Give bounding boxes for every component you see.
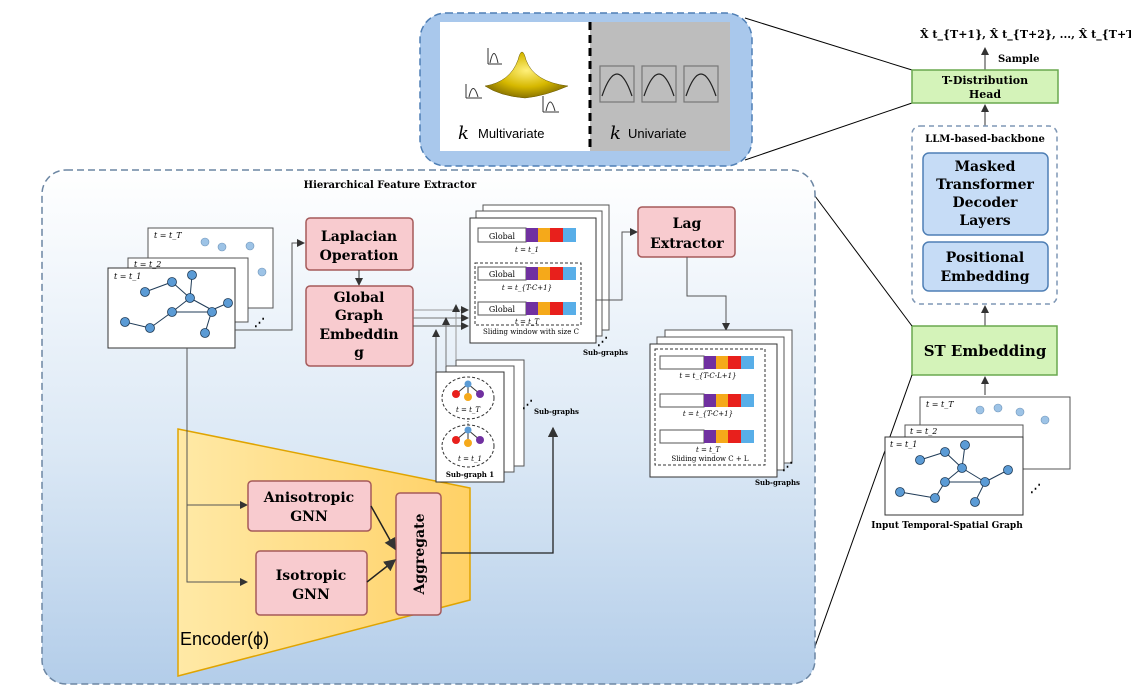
svg-text:Head: Head xyxy=(969,88,1002,101)
svg-text:Sub-graphs: Sub-graphs xyxy=(534,407,579,416)
lag-window-stack: t = t_{T-C-L+1} t = t_{T-C+1} t = t_T Sl… xyxy=(649,329,800,487)
svg-text:⋰: ⋰ xyxy=(522,398,533,411)
input-graph-stack: t = t_T t = t_2 t = t_1 ⋰ Input Temporal… xyxy=(871,396,1071,531)
aggregate-box: Aggregate xyxy=(395,492,442,616)
subgraph-stack: t = t_T ⋮ t = t_1 Sub-graph 1 ⋰ Sub-grap… xyxy=(435,359,579,483)
sample-label: Sample xyxy=(998,54,1039,65)
svg-text:t = t_T: t = t_T xyxy=(456,406,481,414)
svg-text:⋰: ⋰ xyxy=(1030,482,1041,495)
svg-text:⋰: ⋰ xyxy=(254,316,265,329)
svg-text:t = t_{T-C+1}: t = t_{T-C+1} xyxy=(683,410,733,418)
svg-text:Lag: Lag xyxy=(673,216,702,232)
svg-text:t = t_1: t = t_1 xyxy=(458,455,482,463)
svg-text:t = t_T: t = t_T xyxy=(696,446,721,454)
svg-text:t = t_T: t = t_T xyxy=(154,231,182,240)
svg-text:Global: Global xyxy=(334,290,385,306)
svg-text:Operation: Operation xyxy=(320,248,399,264)
svg-text:GNN: GNN xyxy=(292,587,330,603)
lag-extractor-box: Lag Extractor xyxy=(637,206,736,258)
svg-text:Graph: Graph xyxy=(335,308,383,324)
svg-text:Global: Global xyxy=(489,232,516,241)
anisotropic-gnn-box: Anisotropic GNN xyxy=(247,480,372,532)
svg-text:Extractor: Extractor xyxy=(650,236,724,252)
decoder-layers-box: Masked Transformer Decoder Layers xyxy=(922,152,1049,236)
hierarchical-feature-extractor: Hierarchical Feature Extractor Encoder(ϕ… xyxy=(41,169,816,685)
svg-text:Sub-graphs: Sub-graphs xyxy=(583,348,628,357)
svg-text:t = t_1: t = t_1 xyxy=(515,246,539,254)
svg-text:Sliding window C + L: Sliding window C + L xyxy=(671,455,749,463)
svg-text:ST Embedding: ST Embedding xyxy=(924,342,1047,360)
svg-text:g: g xyxy=(354,345,364,361)
svg-text:Masked: Masked xyxy=(955,159,1016,175)
st-embedding-box: ST Embedding xyxy=(911,325,1058,376)
t-distribution-head: T-Distribution Head xyxy=(911,69,1059,104)
svg-text:Global: Global xyxy=(489,270,516,279)
svg-text:Embeddin: Embeddin xyxy=(319,327,398,343)
univariate-curves-icon xyxy=(599,65,719,103)
multivariate-k: k xyxy=(458,123,469,144)
laplacian-operation-box: Laplacian Operation xyxy=(305,217,414,271)
svg-text:Anisotropic: Anisotropic xyxy=(263,490,354,506)
univariate-k: k xyxy=(610,123,621,144)
extractor-title: Hierarchical Feature Extractor xyxy=(304,180,477,191)
top-distribution-panel: k Multivariate k Univariate xyxy=(419,12,753,167)
svg-text:⋰: ⋰ xyxy=(782,460,793,473)
svg-text:t = t_T: t = t_T xyxy=(926,400,954,409)
svg-text:t = t_2: t = t_2 xyxy=(134,260,161,269)
input-graph-caption: Input Temporal-Spatial Graph xyxy=(871,521,1023,531)
graph-stack: t = t_T t = t_2 t = t_1 ⋰ xyxy=(107,227,274,349)
svg-text:Sub-graph 1: Sub-graph 1 xyxy=(446,470,494,479)
svg-text:t = t_{T-C+1}: t = t_{T-C+1} xyxy=(502,284,552,292)
svg-text:t = t_T: t = t_T xyxy=(515,318,540,326)
svg-text:Aggregate: Aggregate xyxy=(412,513,428,595)
svg-text:Sub-graphs: Sub-graphs xyxy=(755,478,800,487)
svg-text:t = t_1: t = t_1 xyxy=(114,272,141,281)
multivariate-label: Multivariate xyxy=(478,126,544,141)
svg-text:Global: Global xyxy=(489,305,516,314)
svg-text:GNN: GNN xyxy=(290,509,328,525)
svg-text:Isotropic: Isotropic xyxy=(276,568,347,584)
positional-embedding-box: Positional Embedding xyxy=(922,241,1049,292)
svg-text:Positional: Positional xyxy=(946,250,1024,266)
global-graph-embedding-box: Global Graph Embeddin g xyxy=(305,285,414,367)
svg-text:Transformer: Transformer xyxy=(936,177,1034,193)
svg-text:Layers: Layers xyxy=(959,213,1010,229)
output-formula: X̂ t_{T+1}, X̂ t_{T+2}, ..., X̂ t_{T+T'} xyxy=(920,28,1131,42)
svg-text:Sliding window with size C: Sliding window with size C xyxy=(483,328,579,336)
svg-text:⋮: ⋮ xyxy=(464,417,472,426)
univariate-label: Univariate xyxy=(628,126,687,141)
svg-text:t = t_1: t = t_1 xyxy=(890,440,917,449)
backbone-title: LLM-based-backbone xyxy=(925,134,1045,145)
svg-text:T-Distribution: T-Distribution xyxy=(942,74,1028,87)
isotropic-gnn-box: Isotropic GNN xyxy=(255,550,368,616)
svg-text:Laplacian: Laplacian xyxy=(321,229,397,245)
encoder-label: Encoder(ϕ) xyxy=(180,629,269,649)
svg-text:t = t_{T-C-L+1}: t = t_{T-C-L+1} xyxy=(679,372,736,380)
svg-text:Decoder: Decoder xyxy=(953,195,1019,211)
llm-backbone: LLM-based-backbone Masked Transformer De… xyxy=(911,125,1058,305)
svg-text:t = t_2: t = t_2 xyxy=(910,427,937,436)
sliding-window-stack: Global t = t_1 Global t = t_{T-C+1} Glob… xyxy=(469,204,628,357)
svg-text:Embedding: Embedding xyxy=(940,269,1029,285)
svg-text:⋰: ⋰ xyxy=(597,335,608,348)
